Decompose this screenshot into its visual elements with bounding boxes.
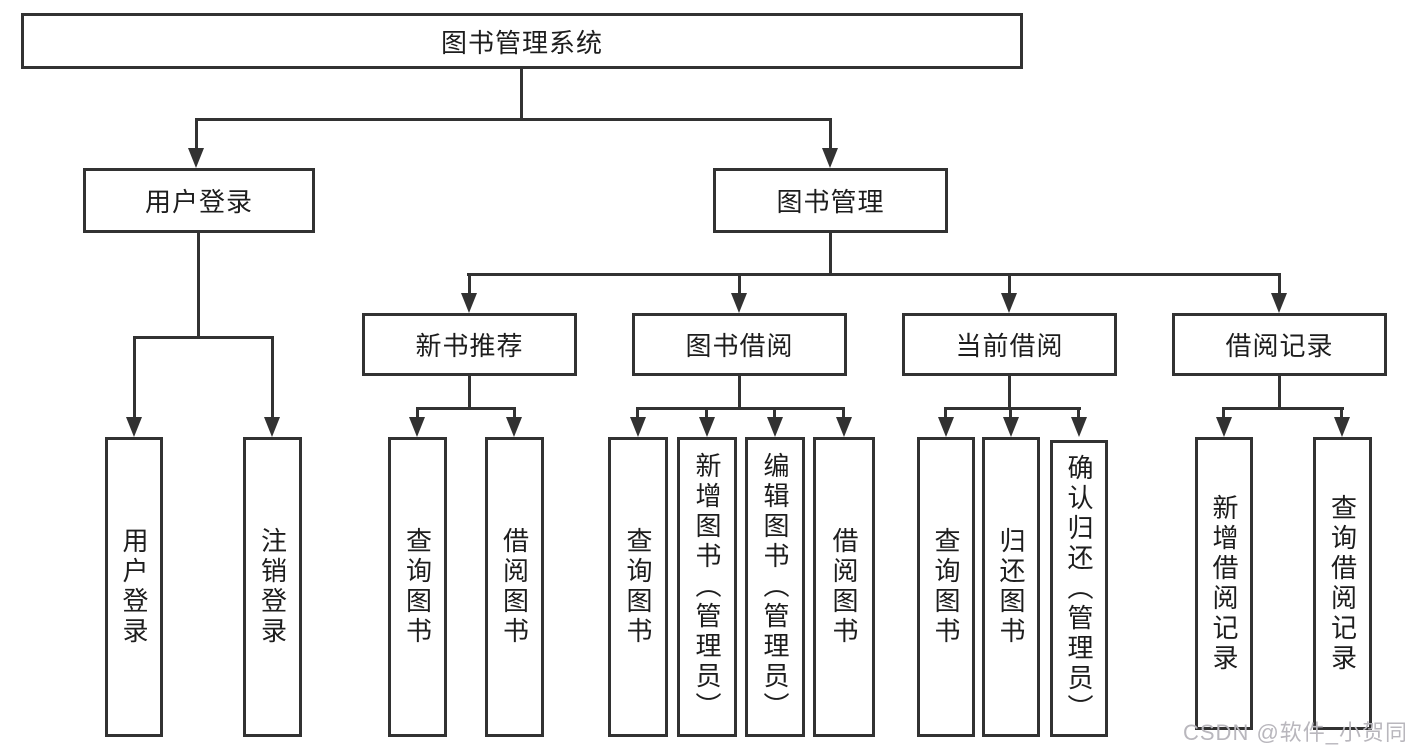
- leaf-borrow-books-1-label: 借阅图书: [499, 527, 530, 647]
- arrow-down-icon: [630, 417, 646, 437]
- node-root-label: 图书管理系统: [440, 27, 603, 58]
- arrow-down-icon: [1334, 417, 1350, 437]
- connector-line: [842, 407, 845, 419]
- watermark: CSDN @软件_小贺同学: [1183, 720, 1405, 745]
- arrow-down-icon: [699, 417, 715, 437]
- connector-line: [1278, 376, 1281, 410]
- leaf-add-borrow-record-label: 新增借阅记录: [1209, 493, 1239, 674]
- node-book-management: 图书管理: [713, 168, 948, 233]
- node-borrow-records: 借阅记录: [1172, 313, 1387, 376]
- arrow-down-icon: [1003, 417, 1019, 437]
- node-book-borrow-label: 图书借阅: [685, 331, 794, 361]
- node-book-borrow: 图书借阅: [632, 313, 847, 376]
- connector-line: [829, 233, 832, 276]
- leaf-query-borrow-record: 查询借阅记录: [1313, 437, 1372, 730]
- leaf-edit-books-admin: 编辑图书（管理员）: [745, 437, 805, 737]
- connector-line: [196, 118, 832, 121]
- leaf-return-books: 归还图书: [982, 437, 1040, 737]
- connector-line: [944, 407, 1081, 410]
- leaf-borrow-books-2: 借阅图书: [813, 437, 875, 737]
- connector-line: [1008, 273, 1011, 296]
- leaf-query-books-2-label: 查询图书: [623, 527, 653, 647]
- connector-line: [467, 273, 1281, 276]
- connector-line: [271, 336, 274, 419]
- connector-line: [773, 407, 776, 419]
- leaf-borrow-books-1: 借阅图书: [485, 437, 544, 737]
- arrow-down-icon: [938, 417, 954, 437]
- node-borrow-records-label: 借阅记录: [1225, 331, 1334, 361]
- connector-line: [520, 69, 523, 118]
- leaf-edit-books-admin-label: 编辑图书（管理员）: [760, 452, 790, 722]
- connector-line: [636, 407, 639, 419]
- connector-line: [1077, 407, 1080, 419]
- leaf-logout-label: 注销登录: [257, 527, 288, 647]
- leaf-user-login-label: 用户登录: [119, 527, 149, 647]
- arrow-down-icon: [188, 148, 204, 168]
- node-new-book-recommend-label: 新书推荐: [415, 331, 524, 361]
- connector-line: [944, 407, 947, 419]
- node-root: 图书管理系统: [21, 13, 1023, 69]
- leaf-query-books-2: 查询图书: [608, 437, 668, 737]
- connector-line: [468, 376, 471, 410]
- arrow-down-icon: [461, 293, 477, 313]
- connector-line: [636, 407, 845, 410]
- leaf-return-books-label: 归还图书: [996, 527, 1026, 647]
- arrow-down-icon: [822, 148, 838, 168]
- connector-line: [195, 118, 198, 149]
- leaf-logout: 注销登录: [243, 437, 302, 737]
- connector-line: [1222, 407, 1344, 410]
- connector-line: [829, 118, 832, 149]
- leaf-borrow-books-2-label: 借阅图书: [829, 527, 859, 647]
- arrow-down-icon: [126, 417, 142, 437]
- leaf-add-books-admin: 新增图书（管理员）: [677, 437, 737, 737]
- connector-line: [513, 407, 516, 419]
- connector-line: [1278, 273, 1281, 296]
- connector-line: [1008, 376, 1011, 410]
- node-new-book-recommend: 新书推荐: [362, 313, 577, 376]
- leaf-confirm-return-admin: 确认归还（管理员）: [1050, 440, 1108, 737]
- arrow-down-icon: [1271, 293, 1287, 313]
- node-current-borrow: 当前借阅: [902, 313, 1117, 376]
- arrow-down-icon: [506, 417, 522, 437]
- arrow-down-icon: [767, 417, 783, 437]
- arrow-down-icon: [1001, 293, 1017, 313]
- connector-line: [1009, 407, 1012, 419]
- arrow-down-icon: [731, 293, 747, 313]
- leaf-query-books-3-label: 查询图书: [931, 527, 961, 647]
- connector-line: [468, 273, 471, 296]
- connector-line: [133, 336, 136, 419]
- node-book-management-label: 图书管理: [776, 187, 885, 217]
- leaf-add-books-admin-label: 新增图书（管理员）: [692, 452, 722, 722]
- leaf-add-borrow-record: 新增借阅记录: [1195, 437, 1253, 730]
- leaf-user-login: 用户登录: [105, 437, 163, 737]
- leaf-query-books-1-label: 查询图书: [402, 527, 433, 647]
- arrow-down-icon: [409, 417, 425, 437]
- node-current-borrow-label: 当前借阅: [955, 331, 1064, 361]
- leaf-query-books-1: 查询图书: [388, 437, 447, 737]
- connector-line: [197, 233, 200, 339]
- connector-line: [416, 407, 419, 419]
- connector-line: [738, 376, 741, 410]
- connector-line: [416, 407, 516, 410]
- connector-line: [738, 273, 741, 296]
- connector-line: [133, 336, 274, 339]
- connector-line: [1222, 407, 1225, 419]
- connector-line: [705, 407, 708, 419]
- node-user-login: 用户登录: [83, 168, 315, 233]
- leaf-query-borrow-record-label: 查询借阅记录: [1327, 493, 1358, 674]
- arrow-down-icon: [1216, 417, 1232, 437]
- arrow-down-icon: [836, 417, 852, 437]
- leaf-query-books-3: 查询图书: [917, 437, 975, 737]
- leaf-confirm-return-admin-label: 确认归还（管理员）: [1064, 453, 1094, 724]
- connector-line: [1340, 407, 1343, 419]
- node-user-login-label: 用户登录: [144, 187, 253, 217]
- arrow-down-icon: [1071, 417, 1087, 437]
- arrow-down-icon: [264, 417, 280, 437]
